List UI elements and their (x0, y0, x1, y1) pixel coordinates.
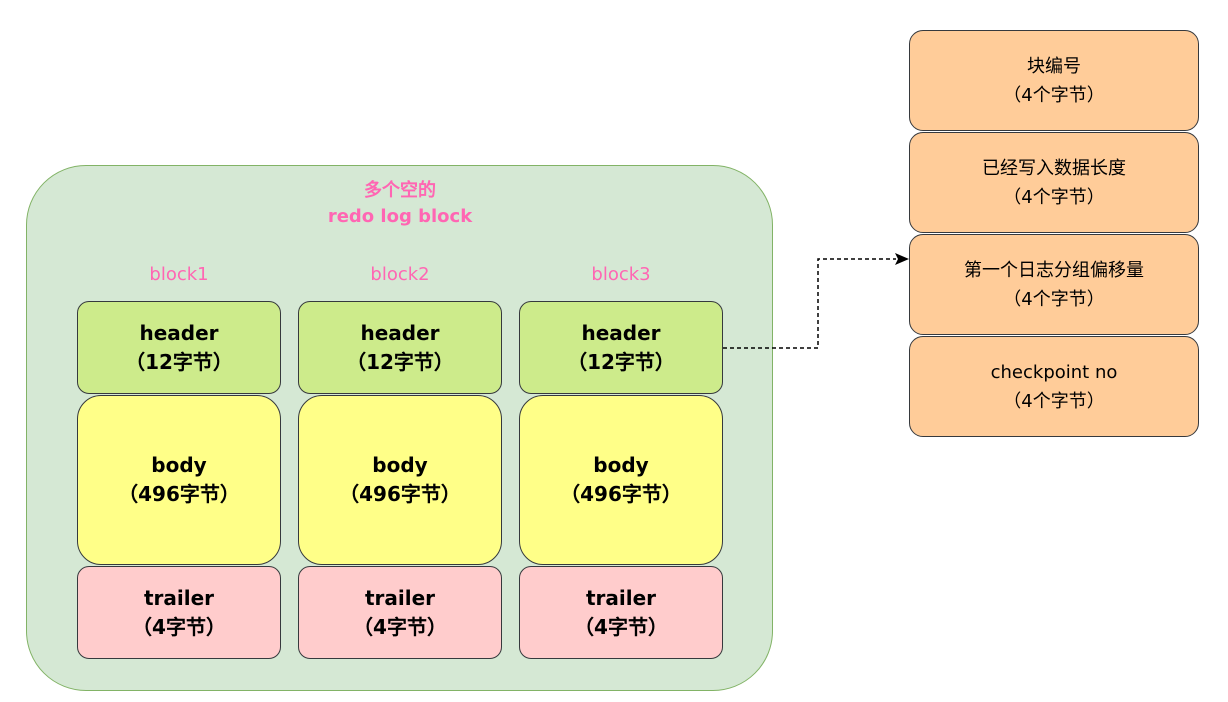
block3-trailer-size: （4字节） (574, 614, 668, 639)
block2-body: body （496字节） (298, 395, 502, 565)
block3-body-size: （496字节） (560, 482, 682, 506)
block1-trailer: trailer （4字节） (77, 566, 281, 659)
field-checkpoint-no: checkpoint no （4个字节） (909, 336, 1199, 437)
field-first-group-offset-size: （4个字节） (1003, 288, 1105, 310)
block1-body-name: body (151, 453, 207, 477)
block2-label: block2 (370, 264, 430, 285)
field-data-length-size: （4个字节） (1003, 186, 1105, 208)
block3-header: header （12字节） (519, 301, 723, 394)
field-checkpoint-no-size: （4个字节） (1003, 390, 1105, 412)
block1-body: body （496字节） (77, 395, 281, 565)
block2-trailer-size: （4字节） (353, 614, 447, 639)
block2-trailer: trailer （4字节） (298, 566, 502, 659)
block3-body: body （496字节） (519, 395, 723, 565)
block2-header: header （12字节） (298, 301, 502, 394)
arrow-head-icon (895, 253, 909, 265)
block2-body-name: body (372, 453, 428, 477)
block1-header: header （12字节） (77, 301, 281, 394)
block2-header-name: header (360, 320, 440, 345)
block3-trailer-name: trailer (585, 585, 657, 610)
field-data-length: 已经写入数据长度 （4个字节） (909, 132, 1199, 233)
container-title: 多个空的 redo log block (200, 178, 600, 230)
block1-trailer-name: trailer (143, 585, 215, 610)
block3-trailer: trailer （4字节） (519, 566, 723, 659)
block3-body-name: body (593, 453, 649, 477)
block1-label: block1 (149, 264, 209, 285)
block3-header-name: header (581, 320, 661, 345)
block1-header-name: header (139, 320, 219, 345)
field-block-number-size: （4个字节） (1003, 84, 1105, 106)
container-title-line2: redo log block (327, 206, 473, 227)
block1-trailer-size: （4字节） (132, 614, 226, 639)
block3-label: block3 (591, 264, 651, 285)
block2-header-size: （12字节） (346, 349, 454, 374)
field-block-number: 块编号 （4个字节） (909, 30, 1199, 131)
field-first-group-offset: 第一个日志分组偏移量 （4个字节） (909, 234, 1199, 335)
block1-header-size: （12字节） (125, 349, 233, 374)
container-title-line1: 多个空的 (364, 180, 436, 201)
field-first-group-offset-name: 第一个日志分组偏移量 (964, 259, 1144, 281)
field-block-number-name: 块编号 (1027, 55, 1081, 77)
block2-trailer-name: trailer (364, 585, 436, 610)
block2-body-size: （496字节） (339, 482, 461, 506)
field-checkpoint-no-name: checkpoint no (990, 361, 1118, 383)
block3-header-size: （12字节） (567, 349, 675, 374)
field-data-length-name: 已经写入数据长度 (982, 157, 1126, 179)
block1-body-size: （496字节） (118, 482, 240, 506)
